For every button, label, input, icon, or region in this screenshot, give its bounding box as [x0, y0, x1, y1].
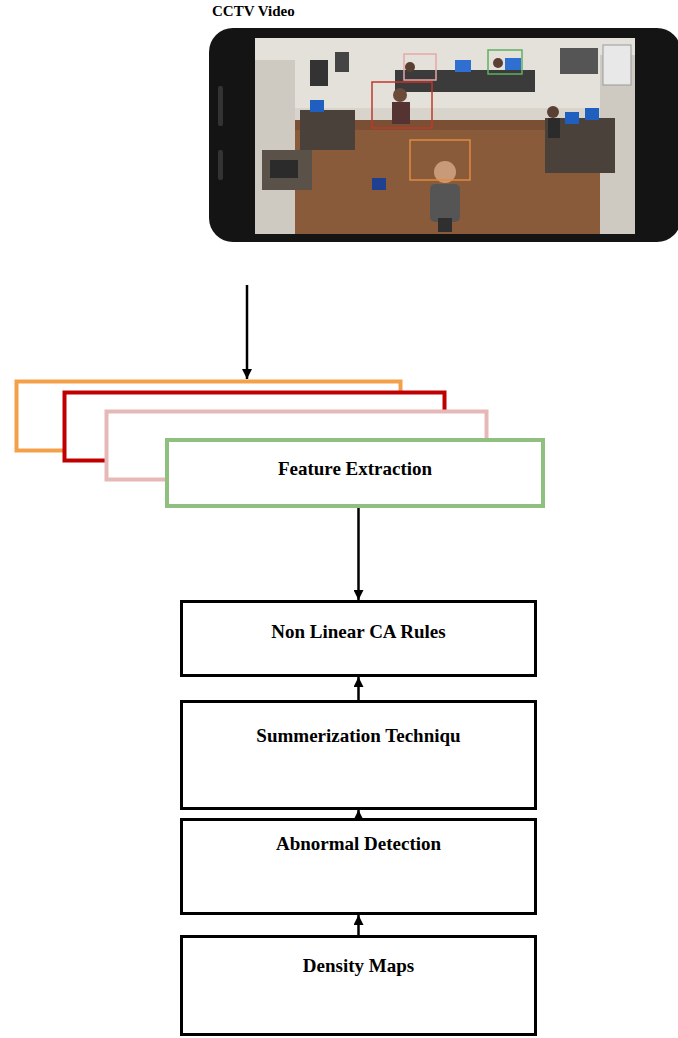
- input-arrow: [246, 285, 249, 379]
- box-label: Density Maps: [193, 955, 524, 978]
- box-label: Feature Extraction: [179, 458, 531, 481]
- flow-arrow: [357, 915, 360, 935]
- phone-button: [218, 86, 223, 126]
- box-label: Summerization Techniqu: [193, 725, 524, 748]
- phone-body: [209, 28, 678, 242]
- process-box: Non Linear CA Rules: [180, 600, 537, 677]
- process-box: Feature Extraction: [165, 438, 545, 508]
- process-box: Density Maps: [180, 935, 537, 1036]
- diagram-title: CCTV Video: [212, 3, 295, 20]
- flow-arrow: [357, 810, 360, 818]
- cctv-frame: [255, 38, 635, 234]
- process-box: Summerization Techniqu: [180, 700, 537, 810]
- flow-arrow: [357, 508, 360, 600]
- flow-arrow: [357, 677, 360, 700]
- process-box: Abnormal Detection: [180, 818, 537, 915]
- phone-button: [218, 150, 223, 180]
- box-label: Abnormal Detection: [193, 833, 524, 856]
- box-label: Non Linear CA Rules: [193, 621, 524, 644]
